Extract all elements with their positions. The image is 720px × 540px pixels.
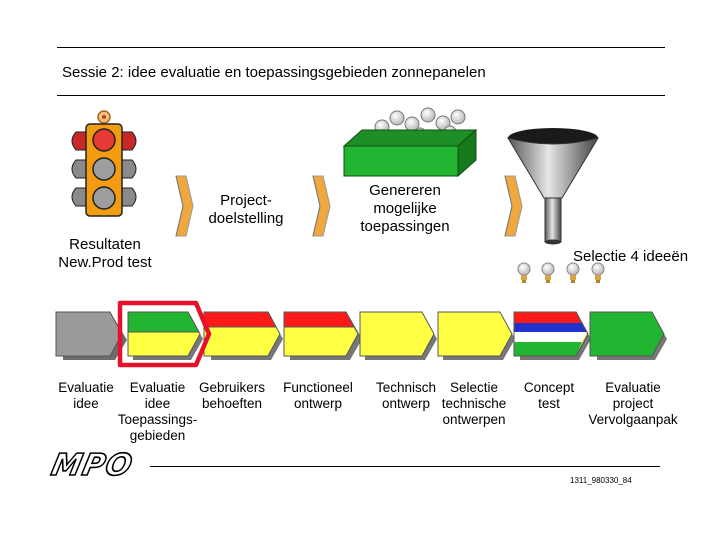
project-doelstelling-label: Project- doelstelling bbox=[208, 192, 284, 227]
funnel-icon bbox=[506, 128, 600, 245]
resultaten-label: Resultaten New.Prod test bbox=[58, 236, 152, 271]
chevron-step-5 bbox=[359, 311, 435, 357]
footer-code: 1311_980330_84 bbox=[570, 476, 632, 485]
step-2-label: Evaluatie idee Toepassings- gebieden bbox=[117, 380, 198, 443]
title-underline bbox=[57, 95, 665, 96]
step-5-label: Technisch ontwerp bbox=[375, 380, 437, 411]
step-3-label: Gebruikers behoeften bbox=[198, 380, 266, 411]
lightbulb-icons bbox=[517, 262, 605, 283]
traffic-light-icon bbox=[71, 110, 137, 217]
step-1-label: Evaluatie idee bbox=[58, 380, 114, 411]
highlight-frame bbox=[117, 300, 212, 368]
genereren-label: Genereren mogelijke toepassingen bbox=[345, 182, 465, 236]
arrow-icon-2 bbox=[312, 175, 331, 237]
step-4-label: Functioneel ontwerp bbox=[283, 380, 353, 411]
step-7-label: Concept test bbox=[523, 380, 575, 411]
footer-rule bbox=[150, 466, 660, 467]
chevron-step-6 bbox=[437, 311, 513, 357]
chevron-step-8 bbox=[589, 311, 665, 357]
selectie-ideeen-label: Selectie 4 ideeën bbox=[573, 248, 689, 265]
arrow-icon-1 bbox=[175, 175, 194, 237]
mpo-logo: MPO bbox=[47, 447, 137, 484]
idea-box-icon bbox=[342, 107, 478, 178]
page-title: Sessie 2: idee evaluatie en toepassingsg… bbox=[62, 64, 486, 81]
arrow-icon-3 bbox=[504, 175, 523, 237]
top-rule bbox=[57, 47, 665, 48]
process-chevrons bbox=[55, 311, 667, 360]
step-6-label: Selectie technische ontwerpen bbox=[441, 380, 507, 427]
step-8-label: Evaluatie project Vervolgaanpak bbox=[588, 380, 678, 427]
